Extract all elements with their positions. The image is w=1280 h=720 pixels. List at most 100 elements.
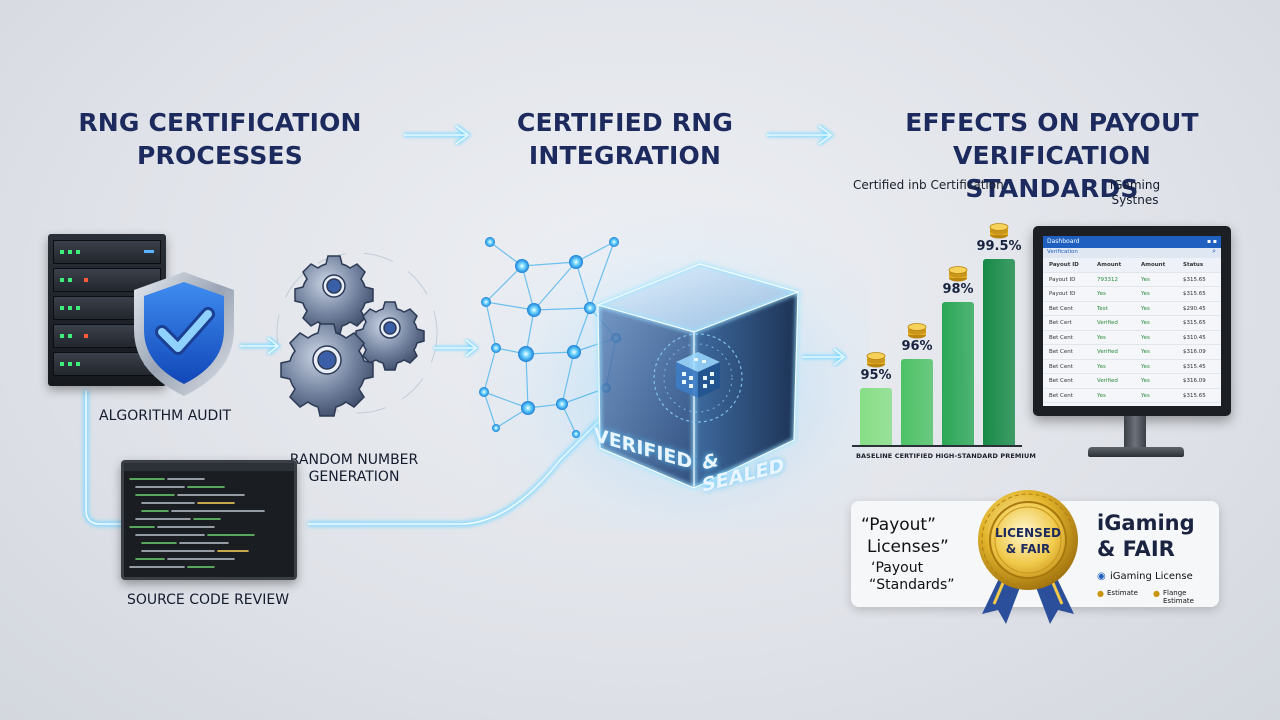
table-cell: Bet Cent — [1049, 334, 1073, 341]
table-row[interactable]: Bet Cent Yes Yes $315.65 — [1043, 389, 1221, 403]
coin-stack-icon — [907, 323, 927, 339]
card-brand-1: iGaming — [1097, 511, 1195, 535]
table-cell: $310.45 — [1183, 334, 1206, 341]
table-cell: Payout ID — [1049, 276, 1076, 283]
table-cell: $316.09 — [1183, 378, 1206, 384]
table-row[interactable]: Bet Cent Yes Yes $310.45 — [1043, 331, 1221, 345]
table-cell: Yes — [1141, 349, 1150, 355]
bar-high-standard — [942, 302, 974, 445]
coin-stack-icon — [866, 352, 886, 368]
label-random-number-generation: RANDOM NUMBER GENERATION — [289, 452, 419, 485]
col-header-1: Amount — [1097, 262, 1122, 268]
card-quote-2: Licenses” — [867, 537, 949, 557]
table-cell: Yes — [1141, 334, 1150, 341]
coin-icon-left: ● — [1097, 589, 1104, 598]
source-code-window — [121, 460, 297, 580]
card-quote-3: ‘Payout — [871, 560, 924, 576]
coin-stack-icon — [989, 223, 1009, 239]
bar-value-label: 99.5% — [976, 239, 1022, 254]
table-cell: $316.09 — [1183, 349, 1206, 355]
table-cell: Verified — [1097, 320, 1118, 326]
chart-category-labels: BASELINE CERTIFIED HIGH-STANDARD PREMIUM — [856, 452, 1036, 460]
heading-payout-effects: EFFECTS ON PAYOUT VERIFICATION STANDARDS — [905, 108, 1199, 203]
dice-icon — [676, 352, 720, 398]
monitor-caption: iGaming Systnes — [1109, 178, 1161, 207]
table-cell: Test — [1097, 305, 1108, 312]
table-cell: $290.45 — [1183, 305, 1206, 312]
table-cell: Yes — [1141, 291, 1150, 297]
table-row[interactable]: Bet Cent Verified Yes $316.09 — [1043, 374, 1221, 389]
globe-icon: ◉ — [1097, 571, 1106, 582]
igaming-monitor: Dashboard ▪ ▪ Verification ⌕ Payout ID A… — [1033, 226, 1231, 416]
table-cell: Yes — [1141, 276, 1150, 283]
table-cell: Yes — [1141, 305, 1150, 312]
monitor-stand — [1124, 416, 1146, 450]
coin-stack-icon — [948, 266, 968, 282]
chart-title: Certified inb Certification — [853, 178, 1004, 192]
arrow-cube-to-chart — [802, 347, 848, 367]
badge-text-2: & FAIR — [1005, 542, 1051, 556]
table-cell: Bet Cent — [1049, 305, 1073, 312]
card-brand-2: & FAIR — [1097, 537, 1175, 561]
payout-table: Payout ID Amount Amount Status Payout ID… — [1043, 258, 1221, 406]
table-cell: Yes — [1141, 363, 1150, 370]
bar-baseline — [860, 388, 892, 445]
table-cell: Yes — [1141, 378, 1150, 384]
table-cell: Yes — [1097, 291, 1106, 297]
verified-sealed-cube: VERIFIED & SEALED — [590, 250, 805, 497]
card-quote-1: “Payout” — [861, 515, 936, 535]
table-row[interactable]: Payout ID Yes Yes $315.65 — [1043, 287, 1221, 302]
table-cell: Yes — [1097, 392, 1106, 399]
table-row[interactable]: Bet Cert Verified Yes $315.65 — [1043, 316, 1221, 331]
table-cell: Verified — [1097, 349, 1118, 355]
heading-rng-certification: RNG CERTIFICATION PROCESSES — [78, 108, 362, 170]
table-cell: $315.45 — [1183, 363, 1206, 370]
col-header-2: Amount — [1141, 262, 1166, 268]
coin-icon-right: ● — [1153, 589, 1160, 598]
table-header-row: Payout ID Amount Amount Status — [1043, 258, 1221, 273]
table-cell: Bet Cent — [1049, 363, 1073, 370]
gears-icon — [276, 252, 438, 417]
table-cell: Bet Cent — [1049, 378, 1073, 384]
table-row[interactable]: Bet Cent Test Yes $290.45 — [1043, 302, 1221, 316]
table-cell: Bet Cent — [1049, 349, 1073, 355]
label-source-code-review: SOURCE CODE REVIEW — [126, 592, 290, 608]
chart-baseline — [852, 445, 1022, 447]
badge-text-1: LICENSED — [995, 526, 1061, 540]
table-cell: Bet Cert — [1049, 320, 1072, 326]
table-cell: Yes — [1141, 392, 1150, 399]
window-controls: ▪ ▪ — [1206, 238, 1217, 245]
label-algorithm-audit: ALGORITHM AUDIT — [99, 408, 231, 424]
table-cell: Yes — [1141, 320, 1150, 326]
table-cell: Bet Cent — [1049, 392, 1073, 399]
bar-value-label: 95% — [860, 368, 892, 383]
shield-check-icon — [134, 272, 234, 396]
monitor-screen: Dashboard ▪ ▪ Verification ⌕ Payout ID A… — [1043, 236, 1221, 406]
bar-value-label: 98% — [942, 282, 974, 297]
table-cell: $315.65 — [1183, 320, 1206, 326]
verification-tab[interactable]: Verification — [1047, 249, 1078, 255]
table-cell: Yes — [1097, 334, 1106, 341]
licensed-fair-badge-icon — [978, 490, 1078, 624]
table-cell: Verified — [1097, 378, 1118, 384]
card-quote-4: “Standards” — [869, 577, 955, 593]
bar-value-label: 96% — [901, 339, 933, 354]
col-header-0: Payout ID — [1049, 262, 1079, 268]
table-cell: Payout ID — [1049, 291, 1076, 297]
table-cell: 793312 — [1097, 276, 1118, 283]
bar-chart: 95% 96% 98% 99.5% — [852, 200, 1024, 450]
bar-certified — [901, 359, 933, 445]
header-arrow-1 — [404, 124, 472, 146]
table-cell: $315.65 — [1183, 392, 1206, 399]
screen-search-icon[interactable]: ⌕ — [1212, 248, 1216, 255]
header-arrow-2 — [767, 124, 835, 146]
arrow-audit-to-gears — [240, 336, 282, 356]
table-row[interactable]: Bet Cent Verified Yes $316.09 — [1043, 345, 1221, 360]
table-cell: $315.65 — [1183, 291, 1206, 297]
card-footer-right: Flange Estimate — [1163, 589, 1194, 605]
card-footer-left: Estimate — [1107, 589, 1138, 597]
dashboard-title: Dashboard — [1047, 238, 1080, 245]
heading-certified-integration: CERTIFIED RNG INTEGRATION — [516, 108, 734, 170]
